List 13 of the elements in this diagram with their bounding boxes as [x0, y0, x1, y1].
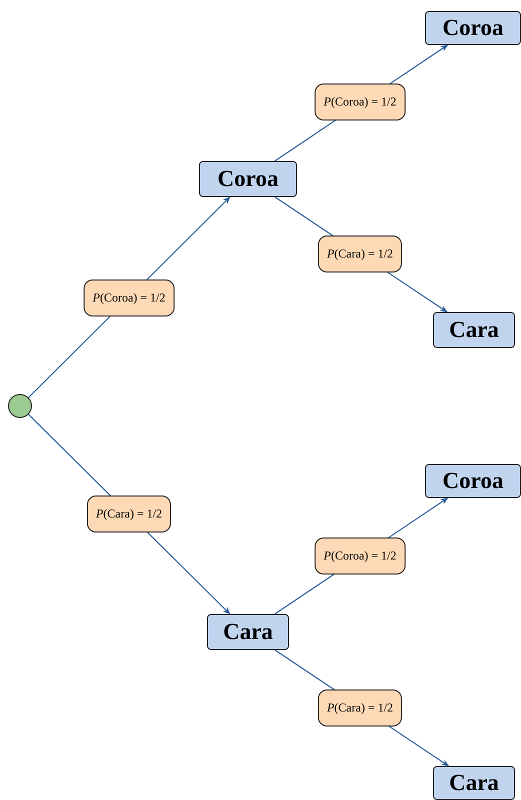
root-circle: [8, 394, 32, 418]
edge-label: P(Coroa) = 1/2: [84, 280, 174, 316]
outcome-box: Coroa: [425, 464, 521, 498]
edge-label: P(Coroa) = 1/2: [314, 84, 406, 120]
edge-label: P(Cara) = 1/2: [318, 690, 402, 726]
outcome-box: Cara: [433, 312, 515, 348]
outcome-box: Coroa: [199, 161, 297, 197]
outcome-box: Cara: [433, 766, 515, 800]
edge-label: P(Coroa) = 1/2: [314, 538, 406, 574]
edge-label: P(Cara) = 1/2: [86, 496, 172, 532]
outcome-box: Coroa: [425, 11, 521, 45]
outcome-box: Cara: [207, 614, 289, 650]
edge-label: P(Cara) = 1/2: [318, 236, 402, 272]
